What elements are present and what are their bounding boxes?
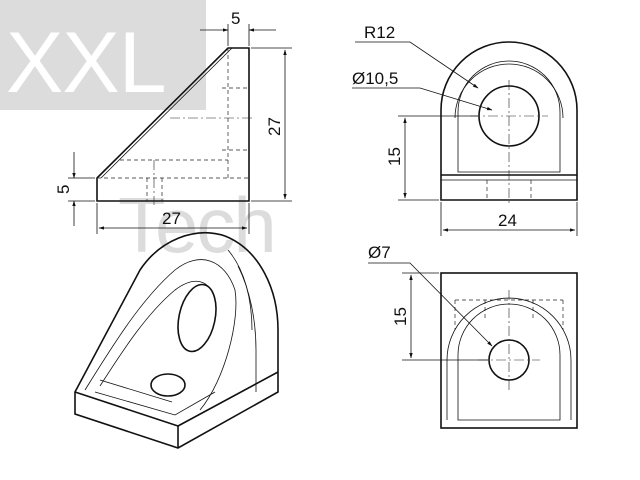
front-outline — [440, 41, 578, 201]
dim-base-height: 5 — [54, 185, 73, 194]
dim-hole-diameter: Ø7 — [368, 243, 391, 262]
dim-bore-diameter: Ø10,5 — [352, 69, 398, 88]
isometric-view — [74, 232, 279, 449]
front-view: R12 Ø10,5 15 24 — [352, 23, 578, 236]
watermark-right-block: XXL — [0, 0, 206, 111]
side-outline — [96, 47, 250, 202]
iso-bore — [177, 283, 217, 353]
dim-top-width: 5 — [231, 9, 240, 28]
dim-width: 24 — [498, 211, 517, 230]
dim-hole-height: 15 — [391, 307, 410, 326]
iso-outline — [74, 232, 279, 449]
side-view: 5 27 5 27 — [54, 9, 292, 234]
bottom-outline — [440, 272, 578, 429]
watermark-left: Tech — [118, 181, 277, 269]
dim-height: 27 — [265, 117, 284, 136]
dim-radius: R12 — [364, 23, 395, 42]
iso-hole — [150, 373, 186, 397]
dim-base-length: 27 — [162, 209, 181, 228]
watermark-right-text: XXL — [6, 15, 167, 111]
dim-bore-height: 15 — [385, 147, 404, 166]
bottom-view: Ø7 15 — [368, 243, 578, 429]
